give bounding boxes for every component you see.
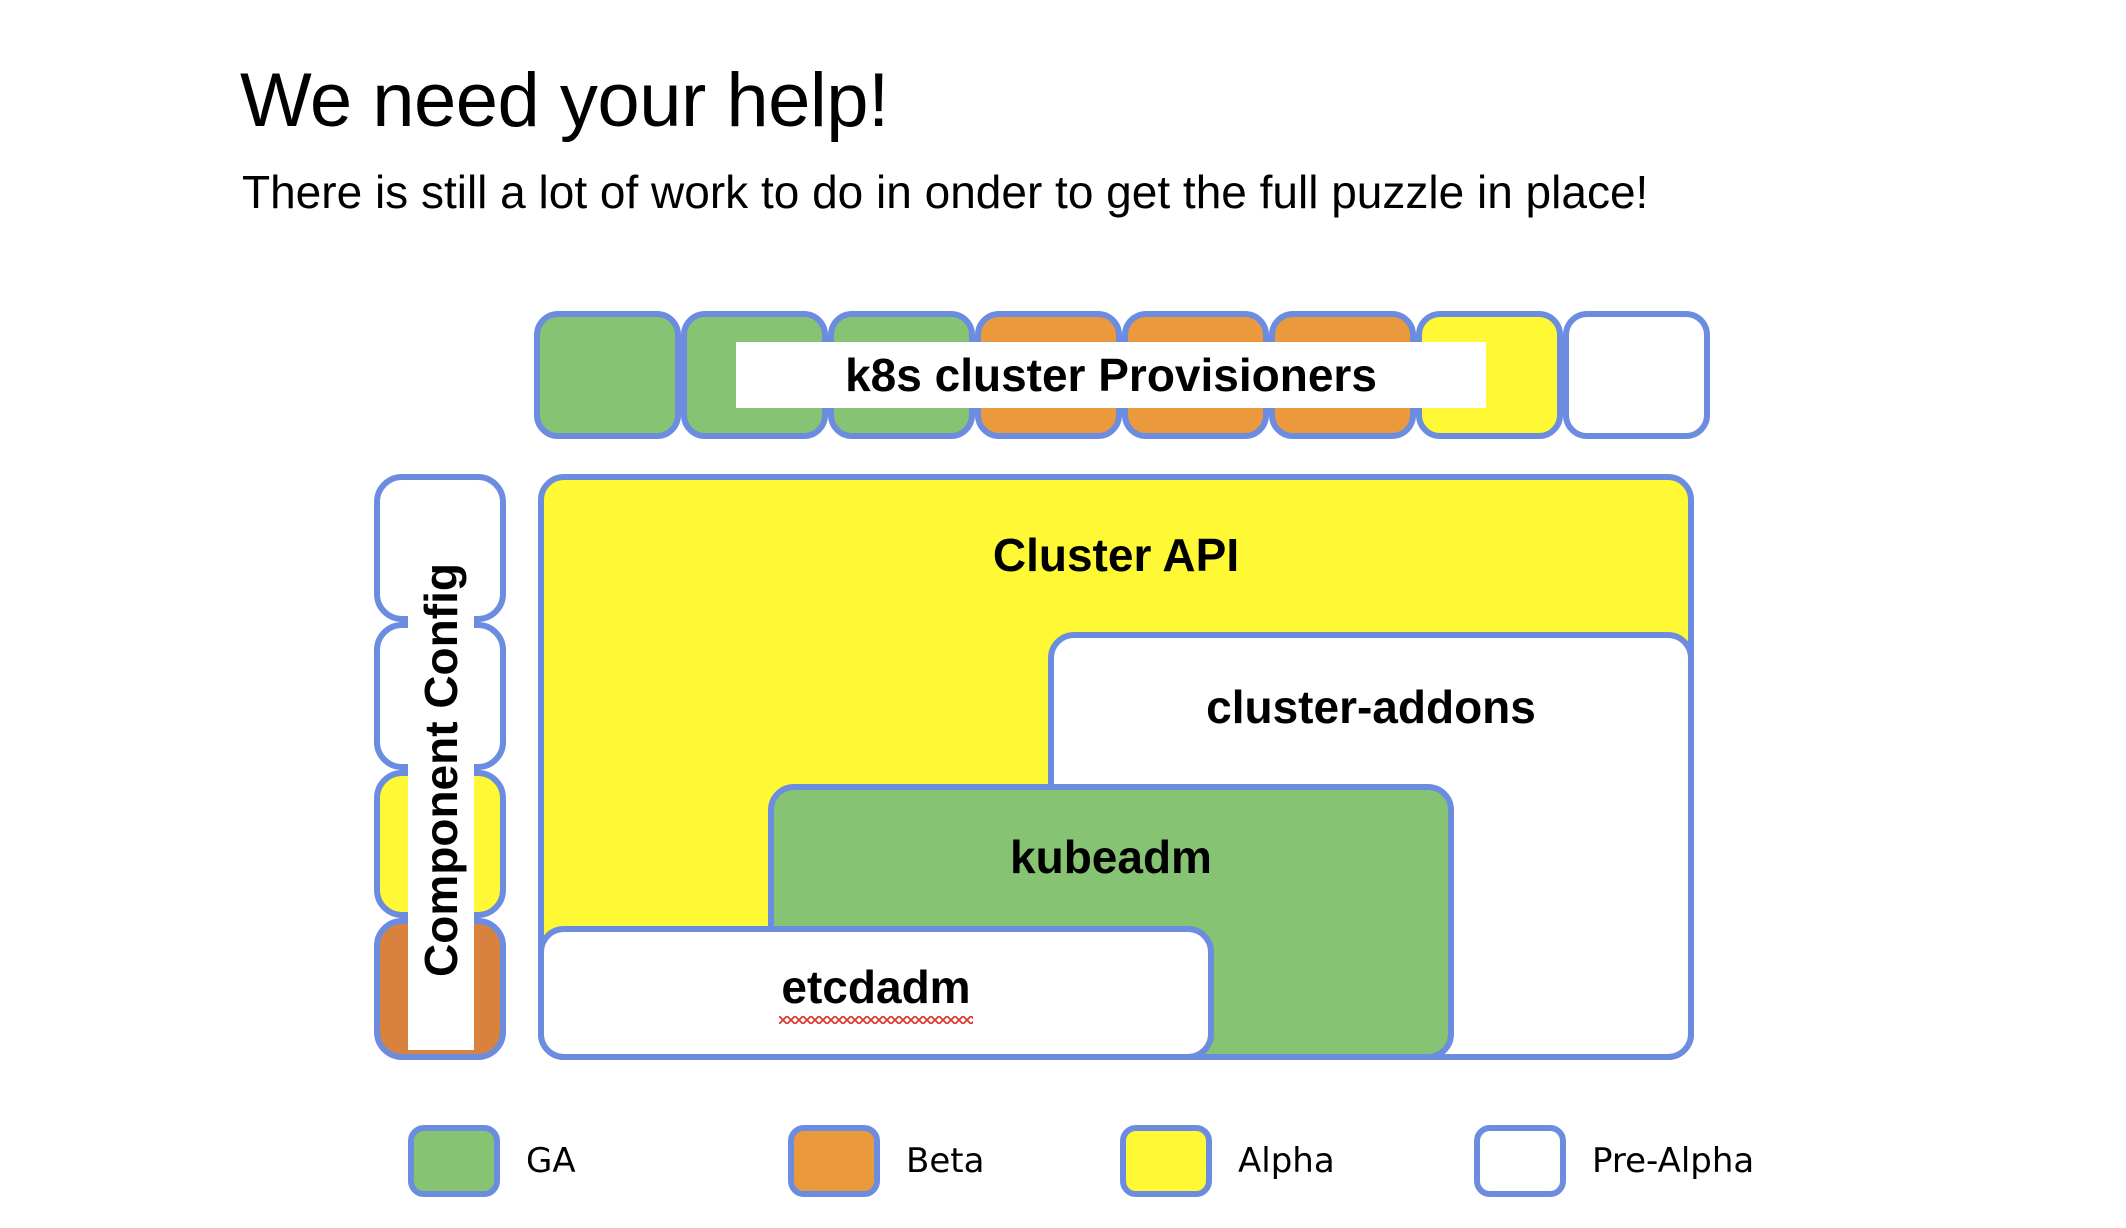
legend-label-pre-alpha: Pre-Alpha: [1592, 1141, 1755, 1181]
provisioner-chip-1[interactable]: [534, 311, 681, 439]
cluster-addons-label: cluster-addons: [1206, 681, 1536, 733]
component-config-label: Component Config: [415, 563, 468, 977]
etcdadm-box[interactable]: etcdadm: [538, 926, 1214, 1060]
legend-item-beta: Beta: [788, 1123, 984, 1199]
legend-label-beta: Beta: [906, 1141, 985, 1181]
provisioner-label: k8s cluster Provisioners: [845, 349, 1377, 401]
etcdadm-label-wrap: etcdadm: [544, 960, 1208, 1024]
legend-item-pre-alpha: Pre-Alpha: [1474, 1123, 1754, 1199]
page-title: We need your help!: [240, 57, 889, 143]
legend-swatch-alpha: [1120, 1125, 1212, 1197]
legend-label-ga: GA: [526, 1141, 576, 1181]
kubeadm-label: kubeadm: [1010, 831, 1212, 883]
component-config-label-box: Component Config: [408, 490, 474, 1050]
legend-swatch-ga: [408, 1125, 500, 1197]
page-subtitle: There is still a lot of work to do in on…: [242, 166, 1649, 218]
legend-item-ga: GA: [408, 1123, 576, 1199]
legend-item-alpha: Alpha: [1120, 1123, 1335, 1199]
cluster-api-label: Cluster API: [992, 529, 1240, 581]
legend: GA Beta Alpha Pre-Alpha: [408, 1123, 1754, 1199]
legend-label-alpha: Alpha: [1238, 1141, 1335, 1181]
legend-swatch-beta: [788, 1125, 880, 1197]
legend-swatch-pre-alpha: [1474, 1125, 1566, 1197]
etcdadm-label: etcdadm: [779, 961, 973, 1024]
provisioner-chip-8[interactable]: [1563, 311, 1710, 439]
provisioner-label-box: k8s cluster Provisioners: [736, 342, 1486, 408]
